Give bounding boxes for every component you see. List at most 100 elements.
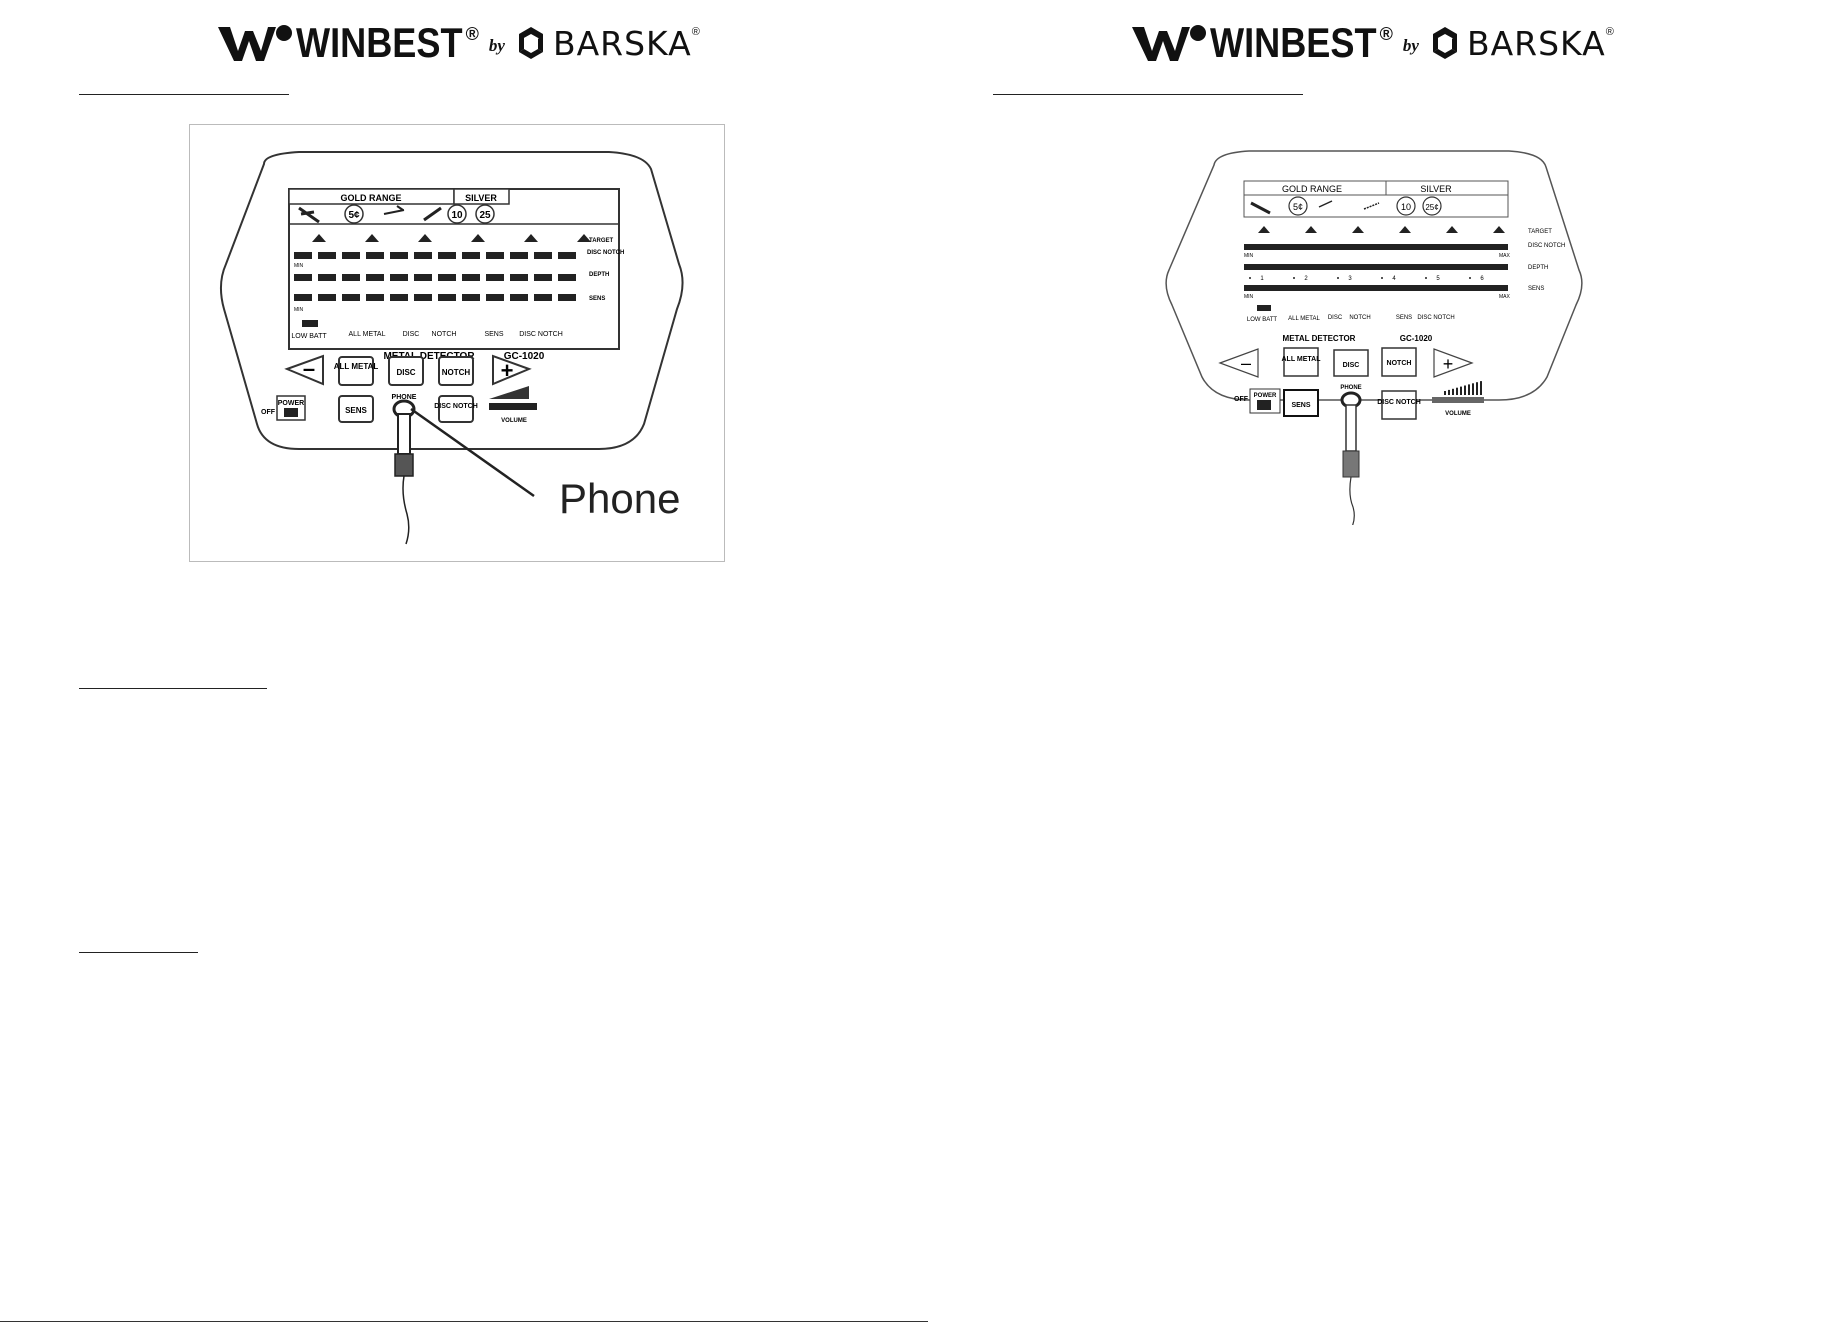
- sens-button-label: SENS: [345, 406, 367, 415]
- low-batt-text: LOW BATT: [291, 333, 327, 340]
- depth-number: 1: [1260, 276, 1264, 282]
- plus-label: +: [501, 358, 514, 383]
- brand-primary: WINBEST: [296, 19, 463, 66]
- lcd-segment: [366, 274, 384, 281]
- brand-logo-right: WINBEST ® by BARSKA ®: [1132, 18, 1614, 68]
- notch-button[interactable]: [1381, 347, 1417, 377]
- notch-button-label: NOTCH: [1387, 360, 1412, 367]
- lcd-segment: [438, 294, 456, 301]
- volume-ramp: [1444, 381, 1482, 395]
- phone-cable: [1349, 476, 1355, 525]
- volume-bar[interactable]: [1432, 397, 1484, 403]
- depth-text: DEPTH: [589, 272, 609, 278]
- disc-text: DISC: [403, 331, 420, 338]
- silver-label: SILVER: [1420, 184, 1452, 194]
- disc-notch-button[interactable]: [1381, 390, 1417, 420]
- lcd-segment: [414, 294, 432, 301]
- volume-tick: [1468, 384, 1470, 395]
- lcd-segment: [486, 252, 504, 259]
- coin-10c-label: 10: [1401, 202, 1411, 212]
- lcd-segment: [342, 252, 360, 259]
- target-marker: [1493, 226, 1505, 233]
- lcd-segment: [534, 274, 552, 281]
- target-marker: [1258, 226, 1270, 233]
- power-label: POWER: [278, 400, 304, 407]
- lcd-segment: [294, 252, 312, 259]
- gold-range-label: GOLD RANGE: [1282, 184, 1342, 194]
- notch-text: NOTCH: [432, 331, 457, 338]
- section-rule-right: [993, 94, 1303, 95]
- phone-cable: [402, 475, 410, 545]
- target-markers: [1258, 226, 1505, 233]
- left-page: WINBEST ® by BARSKA ® GOLD RANGE SILVER: [79, 18, 725, 953]
- volume-ramp: [489, 386, 529, 399]
- coin-5c-label: 5¢: [1293, 202, 1303, 212]
- minus-label: –: [1241, 353, 1251, 373]
- power-label: POWER: [1254, 393, 1277, 399]
- volume-label: VOLUME: [501, 418, 527, 424]
- section-rule-1: [79, 94, 289, 95]
- barska-shutter-icon: [518, 27, 543, 59]
- volume-tick: [1464, 385, 1466, 395]
- barska-shutter-icon: [1432, 27, 1457, 59]
- minus-label: –: [303, 356, 315, 381]
- target-marker: [577, 234, 591, 242]
- target-marker: [418, 234, 432, 242]
- notch-button-label: NOTCH: [442, 368, 471, 377]
- target-marker: [1446, 226, 1458, 233]
- lcd-segment: [486, 294, 504, 301]
- segment-bars: [294, 252, 576, 301]
- right-page: WINBEST ® by BARSKA ® GOLD RANGE SILVER …: [914, 0, 1828, 1324]
- disc-button[interactable]: [388, 356, 424, 386]
- minus-button[interactable]: [1218, 348, 1259, 378]
- battery-icon: [1257, 305, 1271, 311]
- volume-tick: [1480, 381, 1482, 395]
- target-icons-row: 5¢ 10 25: [298, 204, 495, 224]
- min-text-2: MIN: [1244, 294, 1254, 300]
- disc-notch-lcd-text: DISC NOTCH: [519, 331, 563, 338]
- notch-button[interactable]: [438, 356, 474, 386]
- disc-notch-button-label: DISC NOTCH: [1377, 399, 1421, 406]
- minus-button[interactable]: [284, 354, 324, 386]
- lcd-segment: [318, 252, 336, 259]
- brand-primary: WINBEST: [1210, 19, 1377, 66]
- target-marker: [1305, 226, 1317, 233]
- volume-bar[interactable]: [489, 403, 537, 410]
- target-text: TARGET: [1528, 229, 1552, 235]
- control-panel-figure-phone: GOLD RANGE SILVER 5¢ 10 25 TARGET DISC N…: [189, 124, 725, 562]
- lcd-segment: [534, 294, 552, 301]
- volume-tick: [1476, 382, 1478, 395]
- plus-button[interactable]: [1433, 348, 1474, 378]
- gold-range-label: GOLD RANGE: [340, 193, 401, 203]
- lcd-segment: [366, 252, 384, 259]
- sens-lcd-text: SENS: [484, 331, 503, 338]
- lcd-segment: [486, 274, 504, 281]
- sens-button-label: SENS: [1291, 402, 1310, 409]
- plus-button[interactable]: [492, 354, 532, 386]
- disc-button[interactable]: [1333, 349, 1369, 377]
- lcd-segment: [390, 252, 408, 259]
- max-text-2: MAX: [1499, 294, 1511, 300]
- lcd-segment: [558, 274, 576, 281]
- sens-button[interactable]: [1283, 389, 1319, 417]
- lcd-segment: [462, 274, 480, 281]
- disc-notch-button[interactable]: [438, 395, 474, 423]
- metal-detector-title: METAL DETECTOR: [1283, 334, 1356, 343]
- volume-tick: [1444, 391, 1446, 395]
- sens-button[interactable]: [338, 395, 374, 423]
- target-text: TARGET: [589, 238, 614, 244]
- brand-secondary: BARSKA: [552, 23, 692, 63]
- all-metal-button[interactable]: [1283, 347, 1319, 377]
- brand-logo: WINBEST ® by BARSKA ®: [218, 18, 700, 68]
- disc-notch-text: DISC NOTCH: [587, 250, 624, 256]
- off-label: OFF: [1234, 396, 1249, 403]
- disc-notch-button-label: DISC NOTCH: [434, 403, 478, 410]
- lcd-segment: [438, 274, 456, 281]
- target-markers: [312, 234, 591, 242]
- target-marker: [312, 234, 326, 242]
- brand-secondary: BARSKA: [1466, 23, 1606, 63]
- disc-notch-lcd-text: DISC NOTCH: [1417, 315, 1454, 321]
- all-metal-button[interactable]: [338, 356, 374, 386]
- brand-by: by: [1402, 36, 1419, 55]
- brand-secondary-registered: ®: [691, 26, 700, 38]
